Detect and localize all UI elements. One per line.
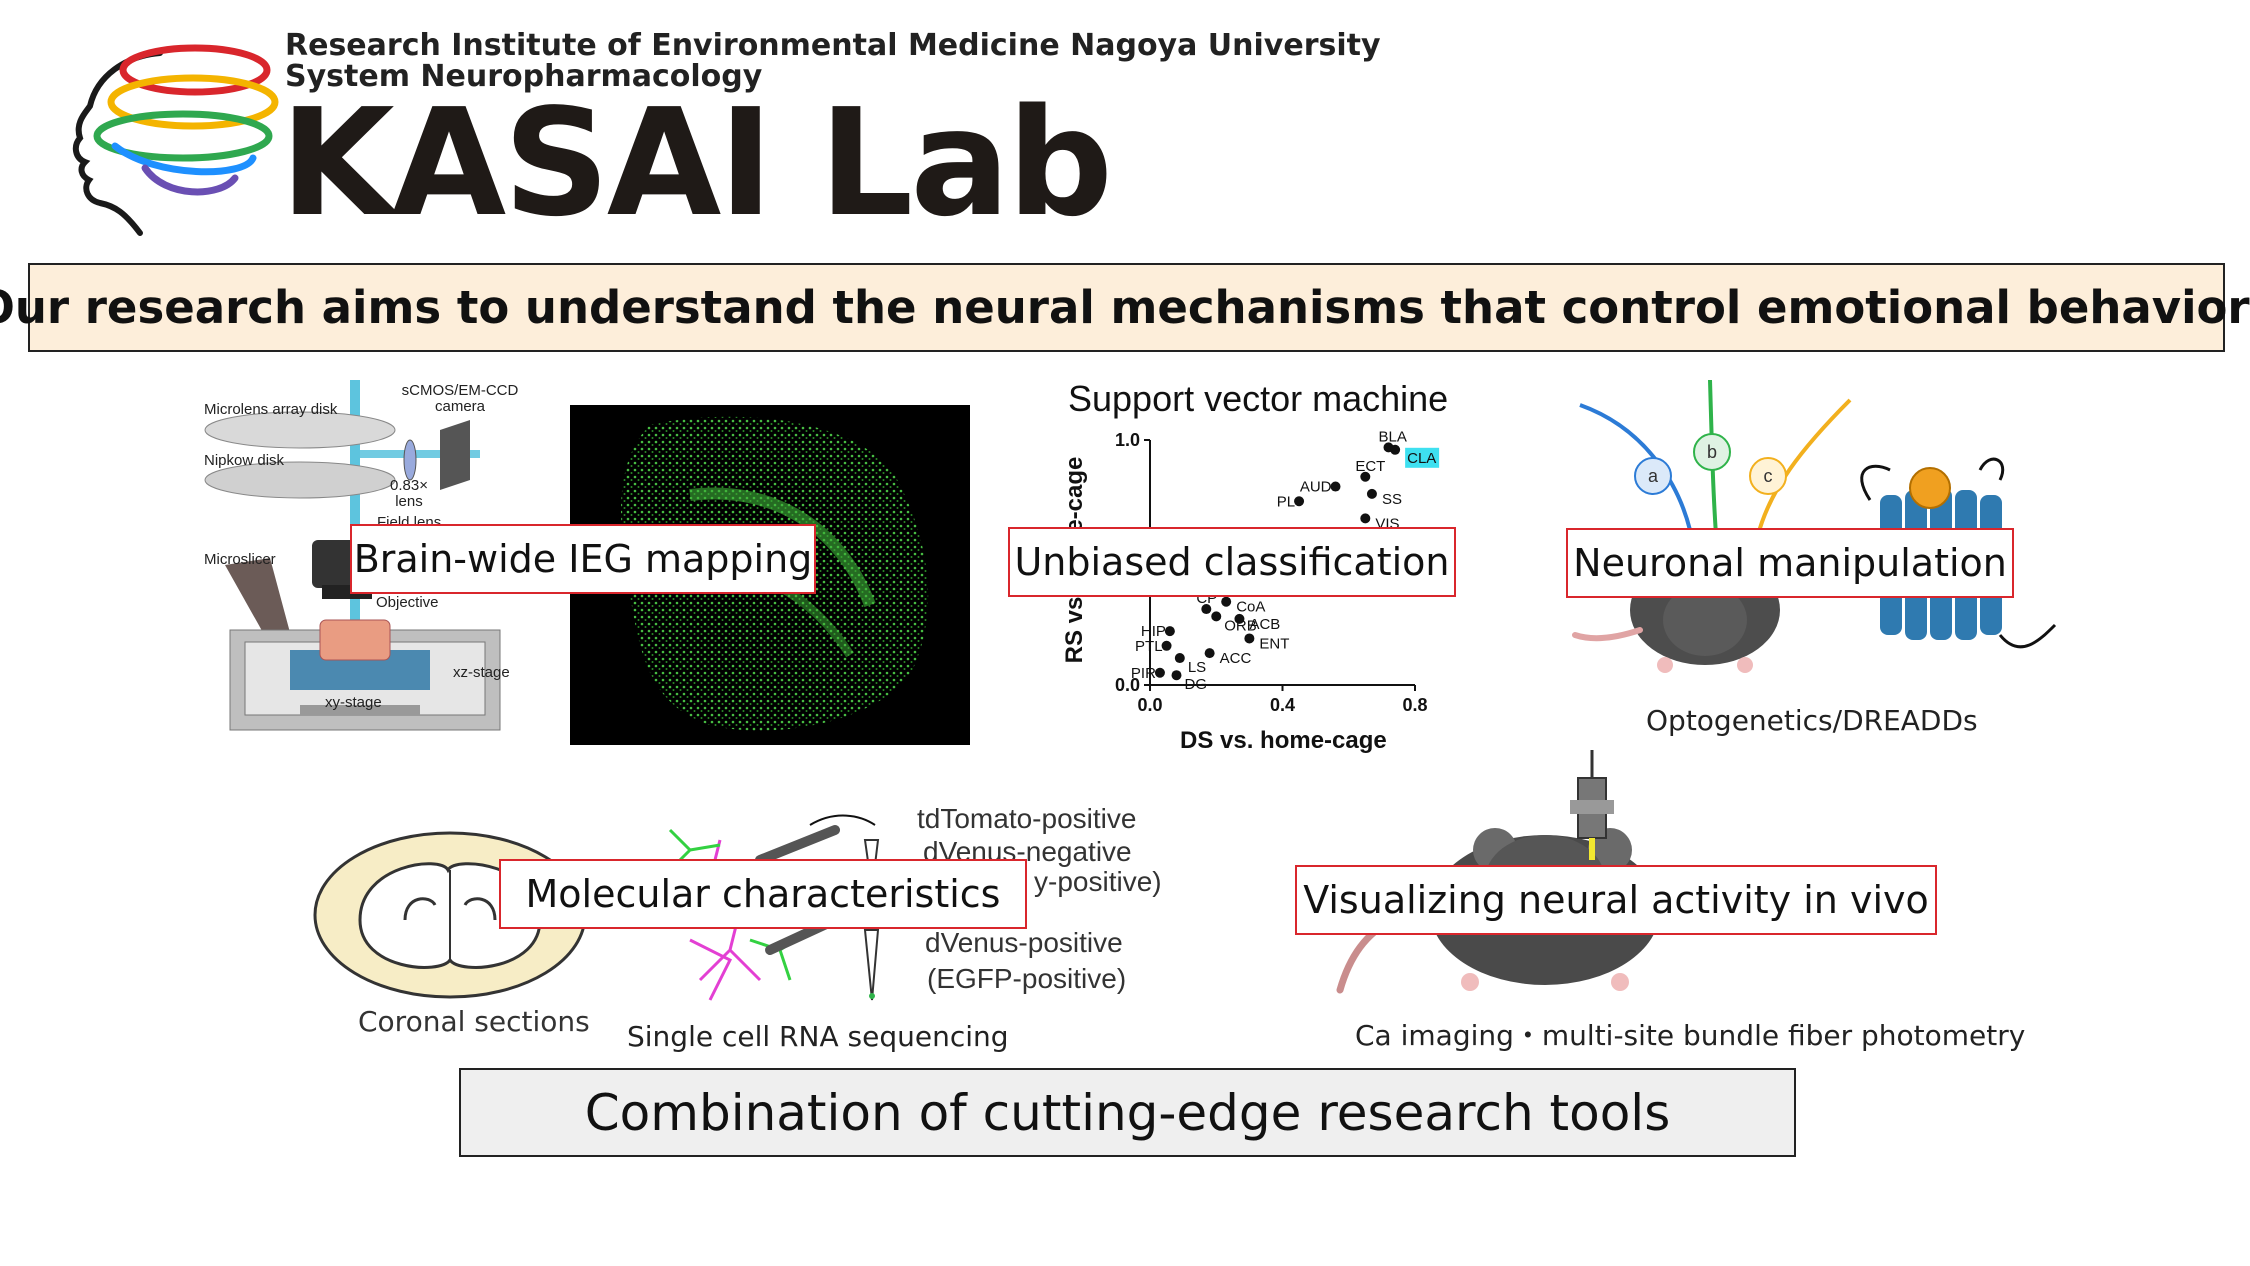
data-point-cp (1201, 604, 1212, 615)
objective-label: Objective (376, 594, 439, 611)
dvenus-positive-label: dVenus-positive (925, 927, 1123, 958)
egfp-partial-label: y-positive) (1034, 866, 1162, 897)
molecular-characteristics-text: Molecular characteristics (525, 872, 1001, 916)
marker-b: b (1706, 442, 1717, 462)
data-point-coa (1221, 596, 1232, 607)
egfp-positive-label: (EGFP-positive) (927, 963, 1127, 994)
neuronal-manipulation-text: Neuronal manipulation (1573, 541, 2007, 585)
x-tick-label: 0.4 (1270, 695, 1295, 715)
data-label-ent: ENT (1259, 635, 1289, 652)
tdtomato-label: tdTomato-positive (917, 803, 1137, 834)
marker-c: c (1763, 466, 1773, 486)
y-tick-label: 0.0 (1115, 675, 1140, 695)
data-point-pl (1294, 496, 1305, 507)
brain-wide-ieg-mapping-text: Brain-wide IEG mapping (353, 537, 813, 581)
data-point-ent (1244, 633, 1255, 644)
data-label-ptl: PTL (1135, 638, 1163, 655)
brain-wide-ieg-mapping-label: Brain-wide IEG mapping (350, 524, 816, 594)
rna-seq-caption: Single cell RNA sequencing (627, 1020, 1009, 1053)
department-name: System Neuropharmacology (285, 59, 763, 94)
data-label-dg: DG (1185, 676, 1208, 693)
data-label-pl: PL (1277, 493, 1295, 510)
ca-imaging-caption: Ca imaging・multi-site bundle fiber photo… (1355, 1019, 2026, 1052)
lens-label: 0.83× lens (390, 477, 428, 510)
data-label-ect: ECT (1355, 458, 1385, 475)
data-point-acc (1204, 648, 1215, 659)
camera-label: sCMOS/EM-CCD camera (401, 382, 519, 415)
data-label-hip: HIP (1141, 623, 1166, 640)
data-point-acb (1234, 613, 1245, 624)
institute-name: Research Institute of Environmental Medi… (285, 28, 1381, 63)
combination-tools-text: Combination of cutting-edge research too… (584, 1083, 1671, 1142)
data-point-hip (1164, 626, 1175, 637)
data-point-orb (1211, 611, 1222, 622)
marker-a: a (1647, 466, 1658, 486)
xz-stage-label: xz-stage (453, 664, 510, 681)
microlens-label: Microlens array disk (204, 401, 338, 418)
combination-tools-banner: Combination of cutting-edge research too… (459, 1068, 1796, 1157)
data-label-orb: ORB (1224, 617, 1257, 634)
microslicer-label: Microslicer (204, 551, 276, 568)
data-label-pir: PIR (1131, 665, 1156, 682)
data-point-aud (1330, 481, 1341, 492)
data-label-acb: ACB (1249, 616, 1280, 633)
data-point-ptl (1161, 640, 1172, 651)
cla-highlight (1405, 447, 1440, 468)
data-point-pir (1154, 667, 1165, 678)
visualizing-neural-activity-label: Visualizing neural activity in vivo (1295, 865, 1937, 935)
data-point-ect (1360, 471, 1371, 482)
chart-x-label: DS vs. home-cage (1180, 727, 1387, 754)
unbiased-classification-label: Unbiased classification (1008, 527, 1456, 597)
data-label-ls: LS (1188, 659, 1206, 676)
unbiased-classification-text: Unbiased classification (1014, 540, 1450, 584)
head-silhouette (72, 50, 163, 236)
research-aim-banner: Our research aims to understand the neur… (0, 263, 2250, 352)
data-point-cla (1390, 444, 1401, 455)
visualizing-neural-activity-text: Visualizing neural activity in vivo (1303, 878, 1929, 922)
data-label-ss: SS (1382, 491, 1402, 508)
data-label-acc: ACC (1220, 650, 1252, 667)
data-label-aud: AUD (1300, 479, 1332, 496)
data-label-coa: CoA (1236, 599, 1265, 616)
lab-name: KASAI Lab (280, 77, 1113, 249)
data-label-cla: CLA (1407, 450, 1436, 467)
chart-title: Support vector machine (1068, 378, 1449, 419)
molecular-characteristics-label: Molecular characteristics (499, 859, 1027, 929)
neuronal-manipulation-label: Neuronal manipulation (1566, 528, 2014, 598)
x-tick-label: 0.0 (1137, 695, 1162, 715)
data-point-dg (1171, 670, 1182, 681)
microscope-diagram (204, 380, 501, 731)
research-aim-text: Our research aims to understand the neur… (0, 281, 2250, 334)
data-point-ls (1174, 653, 1185, 664)
data-point-vis (1360, 513, 1371, 524)
coronal-sections-caption: Coronal sections (358, 1005, 590, 1038)
nipkow-label: Nipkow disk (204, 452, 285, 469)
optogenetics-caption: Optogenetics/DREADDs (1646, 704, 1978, 737)
kasai-logo-icon (72, 44, 279, 236)
xy-stage-label: xy-stage (325, 694, 382, 711)
y-tick-label: 1.0 (1115, 430, 1140, 450)
data-label-bla: BLA (1379, 428, 1407, 445)
x-tick-label: 0.8 (1402, 695, 1427, 715)
data-point-ss (1366, 488, 1377, 499)
